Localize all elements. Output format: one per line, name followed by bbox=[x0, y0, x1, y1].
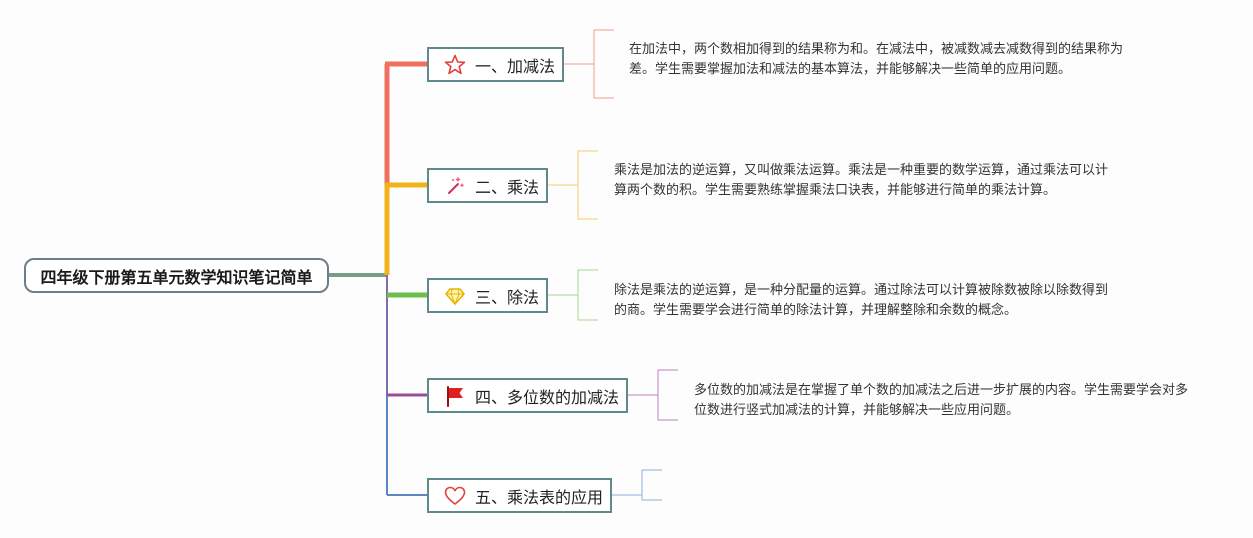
branch-topic-division[interactable]: 三、除法 bbox=[427, 278, 548, 313]
branch-topic-label: 四、多位数的加减法 bbox=[475, 387, 620, 407]
note-multidigit-add-subtract: 多位数的加减法是在掌握了单个数的加减法之后进一步扩展的内容。学生需要学会对多位数… bbox=[694, 383, 1189, 418]
branch-topic-times-table-application[interactable]: 五、乘法表的应用 bbox=[427, 478, 612, 513]
note-connector-4 bbox=[612, 469, 662, 501]
note-connector-1 bbox=[548, 150, 598, 220]
red-flag-icon bbox=[443, 384, 467, 408]
note-connector-2 bbox=[548, 269, 598, 321]
diamond-icon bbox=[443, 284, 467, 308]
note-addition-subtraction: 在加法中，两个数相加得到的结果称为和。在减法中，被减数减去减数得到的结果称为差。… bbox=[629, 42, 1124, 77]
magic-wand-icon bbox=[443, 174, 467, 198]
branch-topic-multidigit-add-subtract[interactable]: 四、多位数的加减法 bbox=[427, 378, 628, 413]
branch-topic-label: 五、乘法表的应用 bbox=[475, 487, 604, 507]
branch-topic-multiplication[interactable]: 二、乘法 bbox=[427, 168, 548, 203]
root-topic[interactable]: 四年级下册第五单元数学知识笔记简单 bbox=[24, 258, 329, 293]
branch-topic-label: 一、加减法 bbox=[475, 56, 556, 76]
branch-topic-label: 三、除法 bbox=[475, 287, 540, 307]
note-connector-3 bbox=[628, 369, 678, 421]
note-division: 除法是乘法的逆运算，是一种分配量的运算。通过除法可以计算被除数被除以除数得到的商… bbox=[614, 283, 1109, 318]
heart-outline-icon bbox=[443, 484, 467, 508]
note-connector-0 bbox=[564, 29, 614, 99]
branch-topic-addition-subtraction[interactable]: 一、加减法 bbox=[427, 47, 564, 82]
branch-topic-label: 二、乘法 bbox=[475, 177, 540, 197]
note-multiplication: 乘法是加法的逆运算，又叫做乘法运算。乘法是一种重要的数学运算，通过乘法可以计算两… bbox=[614, 163, 1109, 198]
star-outline-icon bbox=[443, 53, 467, 77]
root-topic-label: 四年级下册第五单元数学知识笔记简单 bbox=[40, 267, 313, 287]
